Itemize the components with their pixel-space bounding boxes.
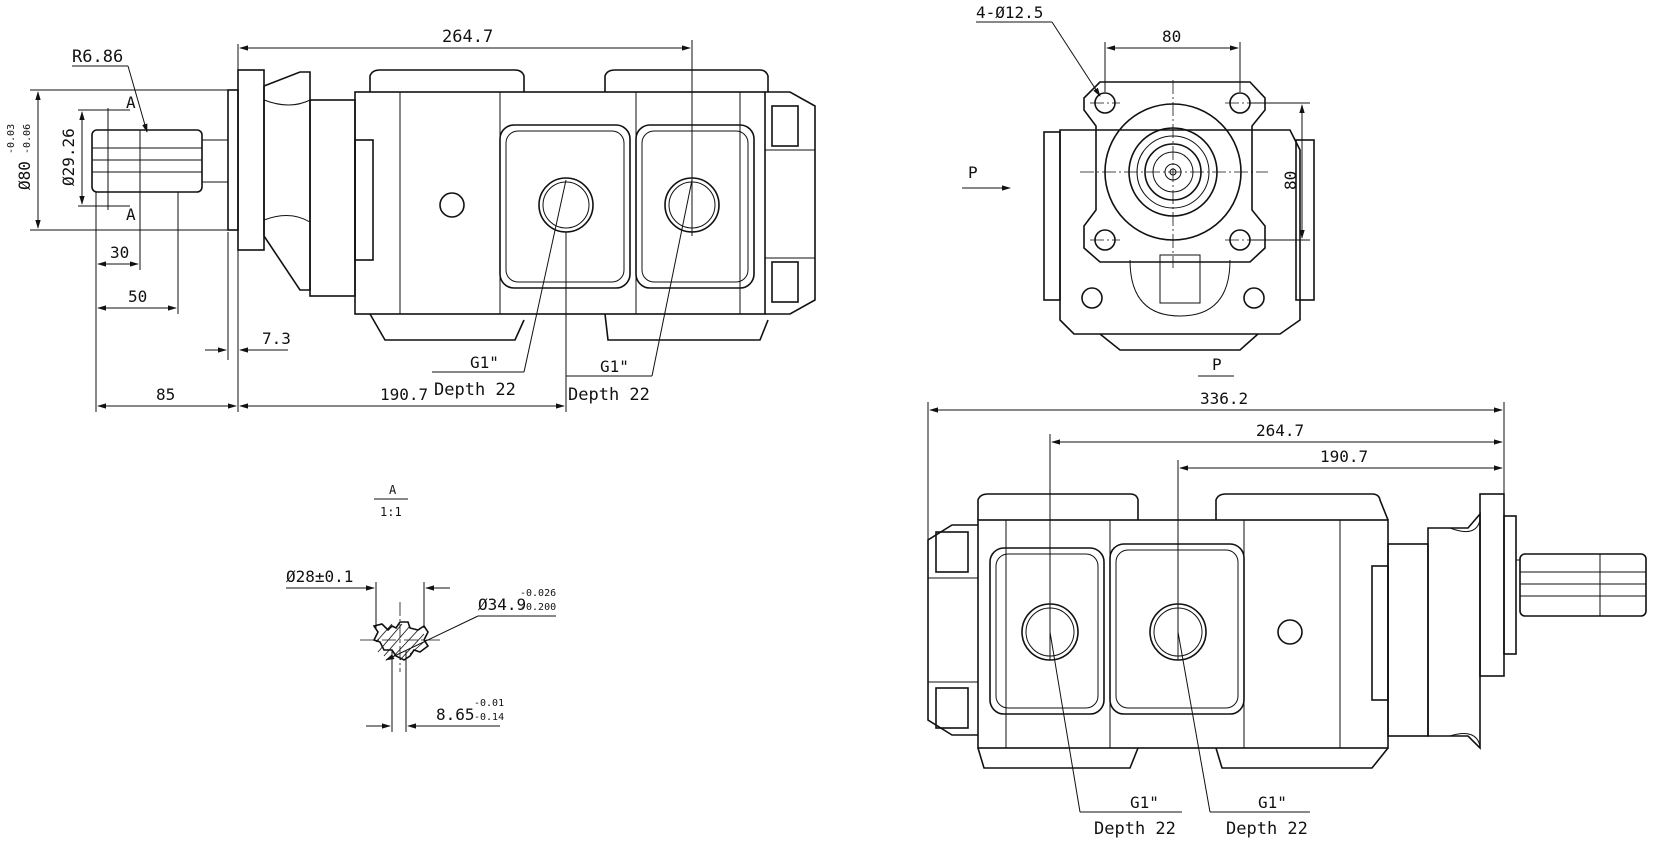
front-dim-190-7: 190.7	[380, 385, 428, 404]
front-dim-85: 85	[156, 385, 175, 404]
section-dim-minor: Ø28±0.1	[286, 567, 353, 586]
bottom-port-2-thread: G1"	[1258, 793, 1287, 812]
section-dim-major: Ø34.9	[478, 595, 526, 614]
front-port-2-thread: G1"	[600, 357, 629, 376]
end-housing	[1059, 129, 1301, 335]
front-view: 264.7 R6.86 Ø80 -0.03 -0.06 Ø29.26 A A 3…	[6, 27, 816, 412]
bottom-flange	[1479, 493, 1505, 677]
bottom-pocket-1	[989, 547, 1105, 715]
bottom-port-2-depth: Depth 22	[1226, 819, 1308, 839]
front-section-mark-top: A	[126, 93, 136, 112]
section-scale: 1:1	[380, 505, 402, 519]
front-dim-264-7: 264.7	[442, 27, 493, 47]
front-port-1-thread: G1"	[470, 353, 499, 372]
end-bolt-hole	[1243, 287, 1265, 309]
bottom-port-1-thread: G1"	[1130, 793, 1159, 812]
front-dim-50: 50	[128, 287, 147, 306]
front-port-1-depth: Depth 22	[434, 380, 516, 400]
bottom-dim-264-7: 264.7	[1256, 421, 1304, 440]
bottom-port-1-depth: Depth 22	[1094, 819, 1176, 839]
bottom-rear-cover	[927, 524, 978, 736]
end-view-label: P	[1212, 355, 1222, 374]
end-bolt-hole	[1081, 287, 1103, 309]
front-flange	[237, 69, 265, 251]
section-dim-major-tol-upper: -0.026	[520, 588, 556, 599]
bottom-view: 336.2 264.7 190.7 G1" Depth 22 G1" Depth…	[927, 389, 1647, 839]
bottom-adapter	[1427, 511, 1481, 750]
end-flange	[1083, 81, 1266, 263]
bottom-dim-190-7: 190.7	[1320, 447, 1368, 466]
front-pocket-1	[499, 124, 631, 289]
front-dim-r6-86: R6.86	[72, 47, 123, 67]
end-dim-80-v: 80	[1281, 171, 1300, 190]
section-spline-profile	[372, 621, 430, 661]
section-title: A	[389, 483, 397, 497]
front-section-mark-bottom: A	[126, 205, 136, 224]
section-dim-tooth-tol-lower: -0.14	[474, 712, 504, 723]
section-hatch	[375, 623, 427, 661]
bottom-shaft	[1516, 553, 1647, 617]
front-flange-tol-upper: -0.03	[6, 124, 17, 154]
end-dim-holes: 4-Ø12.5	[976, 3, 1043, 22]
section-dim-major-tol-lower: -0.200	[520, 602, 556, 613]
front-flange-tol-lower: -0.06	[22, 124, 33, 154]
front-dim-30: 30	[110, 243, 129, 262]
section-dim-tooth: 8.65	[436, 705, 475, 724]
section-a-detail: A 1:1 Ø28±0.1 Ø34.9 -0.026 -0.200 8.65 -…	[286, 483, 556, 732]
front-flange-plate	[227, 89, 239, 231]
front-dim-flange-dia: Ø80	[15, 161, 34, 190]
front-rear-cover	[765, 91, 816, 315]
front-shaft	[91, 129, 228, 193]
front-dim-7-3: 7.3	[262, 329, 291, 348]
bottom-pocket-2	[1109, 543, 1245, 715]
end-dim-80-h: 80	[1162, 27, 1181, 46]
bottom-dim-336-2: 336.2	[1200, 389, 1248, 408]
front-dim-spline-dia: Ø29.26	[59, 128, 78, 186]
end-view: 4-Ø12.5 80 80 P P	[962, 3, 1315, 377]
front-port-1	[538, 177, 594, 233]
front-port-2-depth: Depth 22	[568, 385, 650, 405]
front-pocket-2	[635, 124, 755, 289]
section-dim-tooth-tol-upper: -0.01	[474, 698, 504, 709]
end-arrow-label: P	[968, 163, 978, 182]
